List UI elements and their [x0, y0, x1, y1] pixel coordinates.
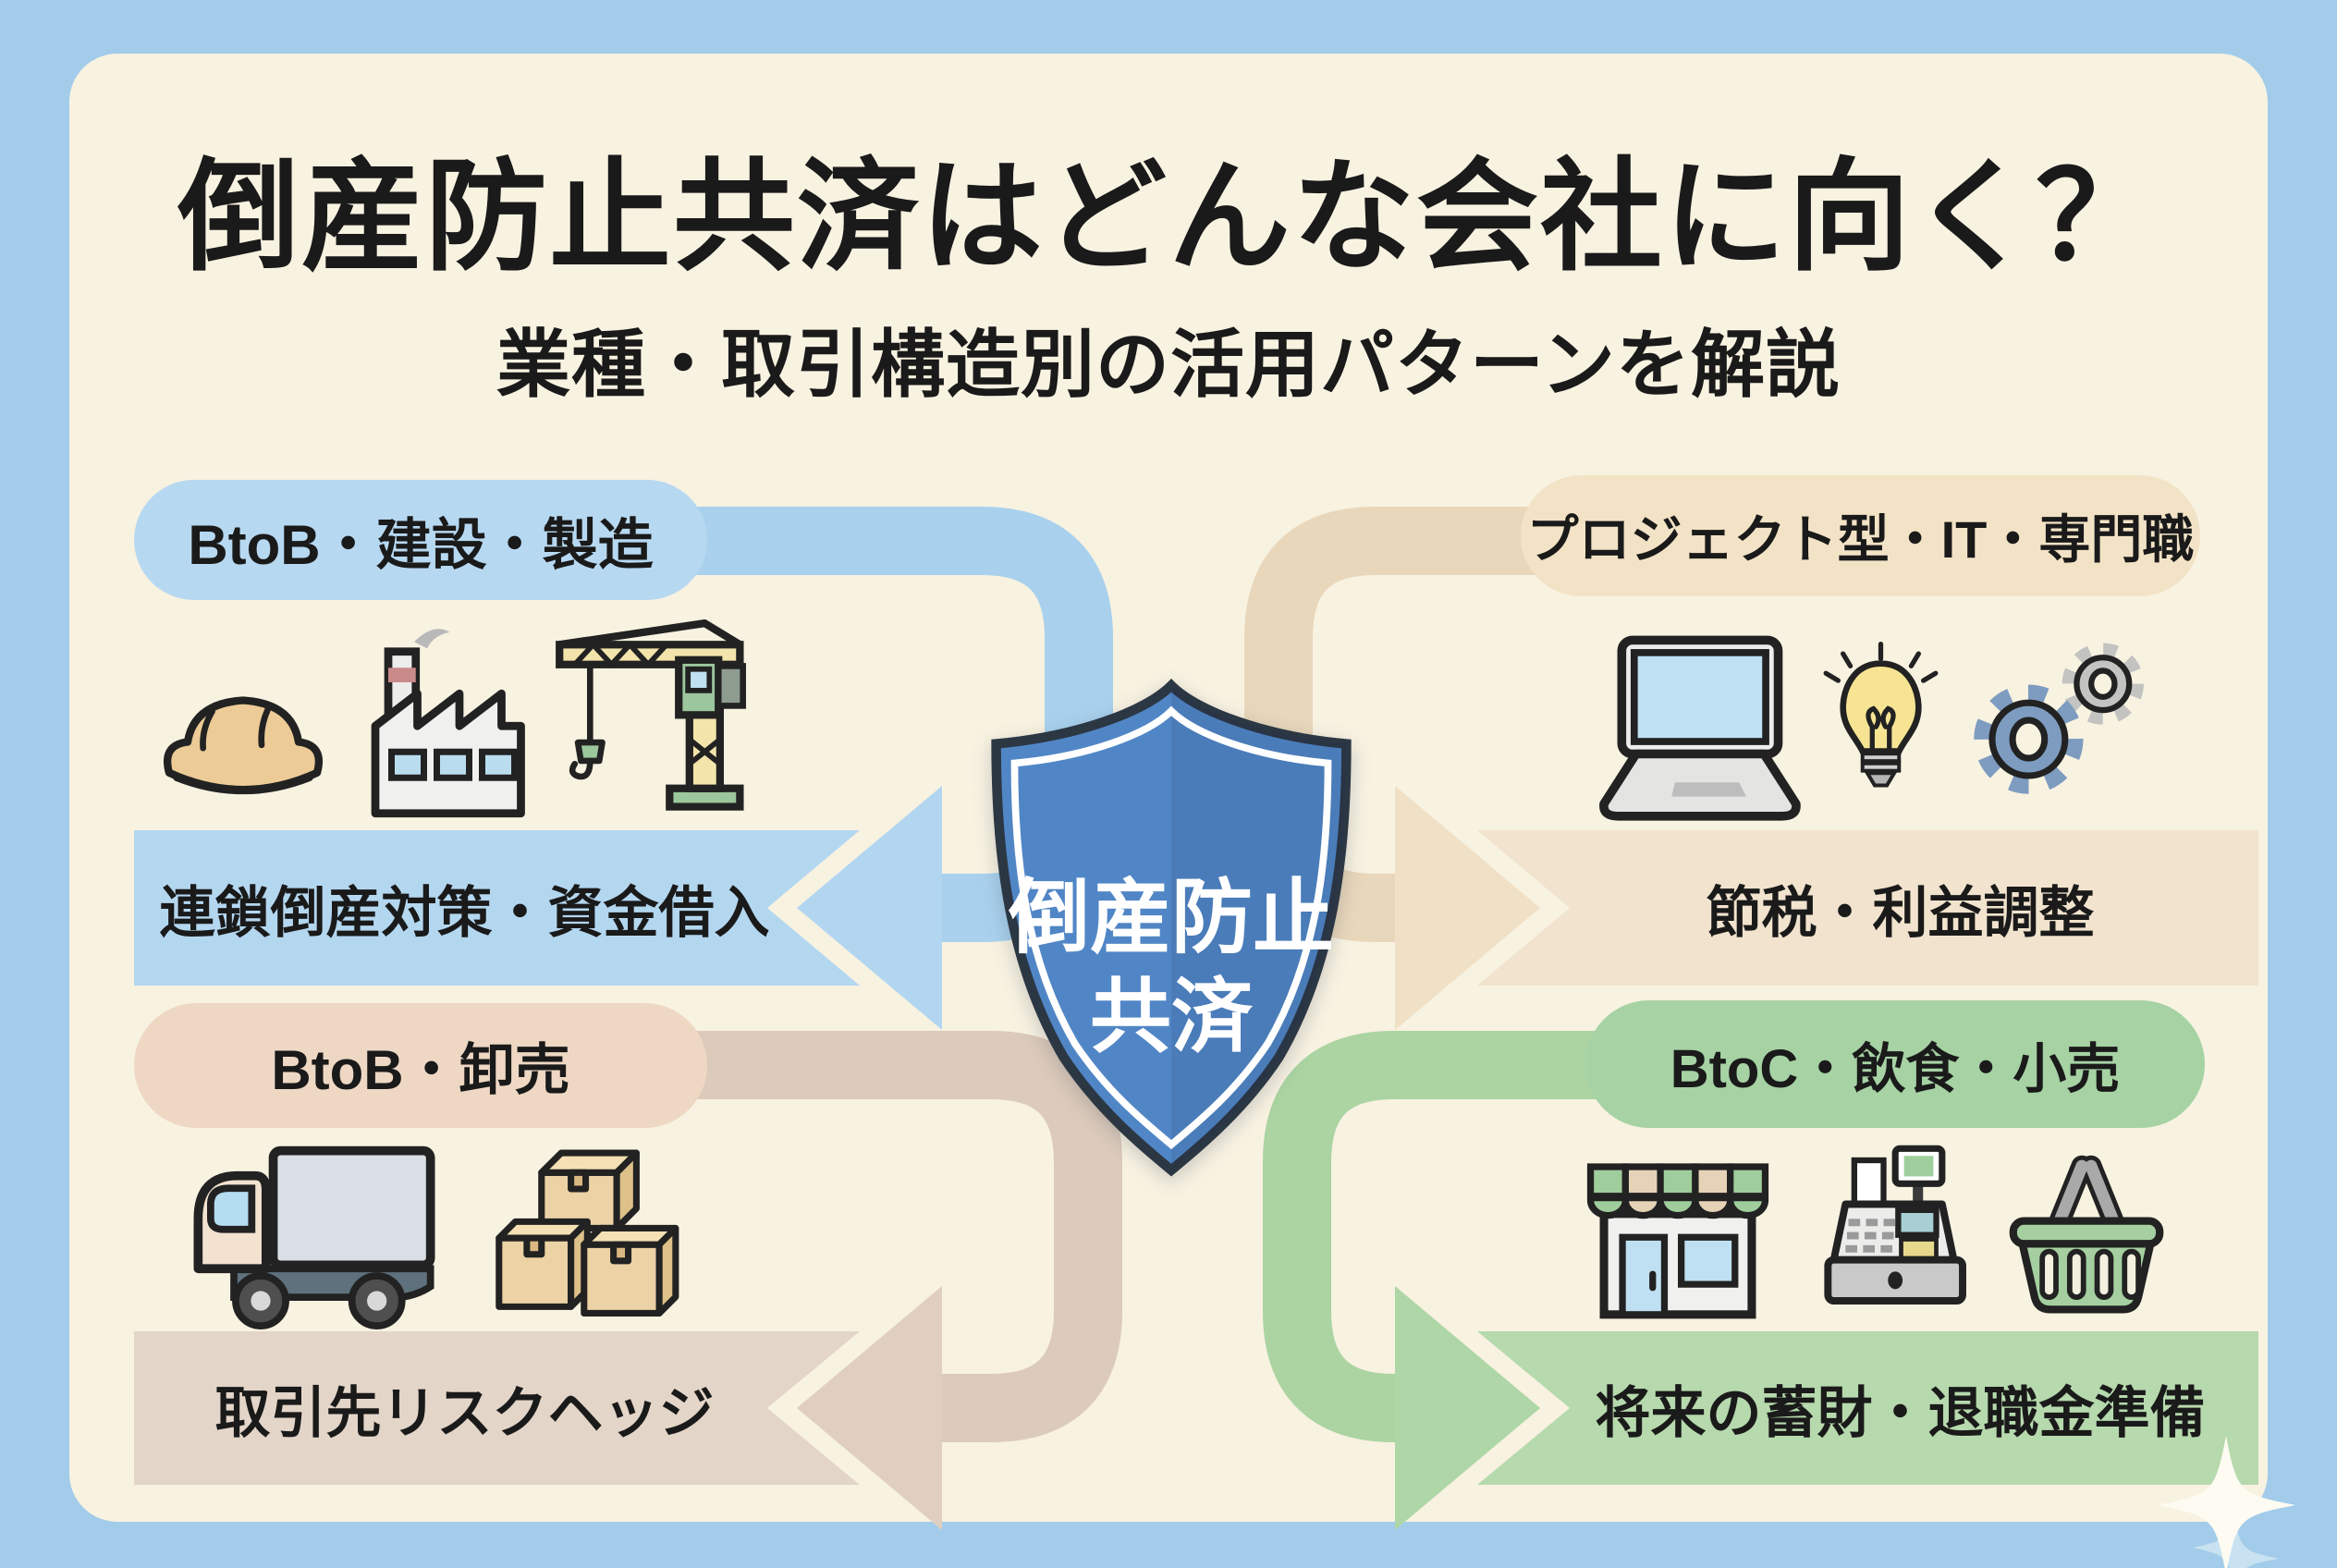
lightbulb-icon: [1814, 603, 1948, 839]
small-gear: [2062, 643, 2144, 725]
laptop-icon: [1583, 627, 1814, 839]
pill-label: BtoB・建設・製造: [188, 513, 654, 576]
pill-label: BtoB・卸売: [271, 1039, 570, 1101]
truck-icon: [180, 1135, 448, 1339]
arrow-band-risk-hedge: 取引先リスクヘッジ: [134, 1331, 860, 1485]
factory-icon: [349, 606, 544, 841]
storefront-icon: [1577, 1124, 1779, 1341]
arrow-band-chain-bankruptcy: 連鎖倒産対策・資金借入: [134, 830, 860, 986]
arrowhead-right-bottom: [1395, 1286, 1540, 1530]
page-subtitle: 業種・取引構造別の活用パターンを解説: [496, 324, 1841, 406]
shopping-basket-icon: [1995, 1135, 2178, 1339]
shield-label-line2: 共済: [1090, 971, 1254, 1062]
cash-register-icon: [1805, 1121, 1980, 1345]
hard-hat-icon: [151, 647, 336, 841]
sparkle-icon: [2157, 1436, 2295, 1568]
arrowhead-right-top: [1395, 786, 1540, 1030]
pill-btob-construction: BtoB・建設・製造: [134, 480, 707, 600]
pill-btoc-retail: BtoC・飲食・小売: [1585, 1000, 2205, 1128]
tower-crane-icon: [547, 596, 746, 841]
arrowhead-left-top: [797, 786, 942, 1030]
arrow-band-label: 将来の蓄財・退職金準備: [1595, 1381, 2206, 1444]
arrow-band-label: 連鎖倒産対策・資金借入: [159, 881, 770, 944]
arrow-band-retirement-saving: 将来の蓄財・退職金準備: [1477, 1331, 2258, 1485]
pill-btob-wholesale: BtoB・卸売: [134, 1003, 707, 1128]
shield-badge: 倒産防止 共済: [991, 679, 1352, 1177]
arrow-band-tax-saving: 節税・利益調整: [1477, 830, 2258, 986]
large-gear: [1974, 684, 2084, 794]
shield-shape: [991, 679, 1352, 1177]
cardboard-boxes-icon: [476, 1130, 689, 1338]
pill-project-it: プロジェクト型・IT・専門職: [1521, 475, 2200, 596]
pill-label: BtoC・飲食・小売: [1670, 1039, 2121, 1099]
arrow-band-label: 節税・利益調整: [1706, 881, 2095, 944]
connector-bottom-left: [689, 1031, 1122, 1442]
page-title: 倒産防止共済はどんな会社に向く？: [177, 149, 2160, 285]
arrow-band-label: 取引先リスクヘッジ: [214, 1381, 715, 1444]
shield-label-line1: 倒産防止: [1008, 872, 1334, 963]
arrowhead-left-bottom: [797, 1286, 942, 1530]
pill-label: プロジェクト型・IT・専門職: [1526, 510, 2195, 569]
gears-icon: [1964, 610, 2154, 832]
connector-bottom-right: [1263, 1031, 1622, 1442]
shield-inner-border: [1010, 705, 1332, 1150]
